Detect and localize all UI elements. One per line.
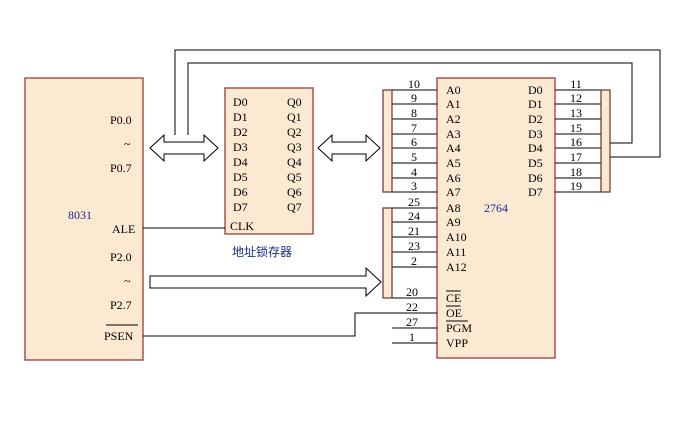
data-loop-outer [174, 49, 661, 158]
data-bus-bar [600, 89, 611, 193]
latch-q-pin-7: Q7 [287, 200, 302, 214]
chip-8031: P0.0 ~ P0.7 8031 ALE P2.0 ~ P2.7 PSEN [24, 77, 144, 361]
eprom-control-pin-number-0: 20 [406, 285, 418, 299]
eprom-control-pin-number-1: 22 [406, 300, 418, 314]
address-bus-low-bar [382, 89, 393, 193]
eprom-address-label-2: A2 [446, 112, 461, 126]
eprom-data-pin-number-3: 15 [570, 121, 582, 135]
latch-q-pin-2: Q2 [287, 125, 302, 139]
eprom-control-label-0: CE [446, 291, 461, 305]
latch-q-pin-1: Q1 [287, 110, 302, 124]
eprom-address-label-4: A4 [446, 141, 461, 155]
eprom-address-label-11: A11 [446, 245, 466, 259]
eprom-address-label-3: A3 [446, 127, 461, 141]
chip-2764-name: 2764 [484, 201, 508, 215]
pin-p27-label: P2.7 [110, 298, 132, 312]
eprom-control-label-3: VPP [446, 336, 468, 350]
latch-d-pin-3: D3 [233, 140, 248, 154]
eprom-data-pin-number-2: 13 [570, 106, 582, 120]
eprom-address-label-5: A5 [446, 156, 461, 170]
eprom-address-label-7: A7 [446, 185, 461, 199]
eprom-data-label-0: D0 [528, 83, 543, 97]
eprom-data-pin-number-6: 18 [570, 165, 582, 179]
eprom-data-label-4: D4 [528, 141, 543, 155]
chip-2764-body [436, 77, 556, 359]
eprom-address-pins: 10 A0 9 A1 8 A2 7 A3 6 A4 5 A5 4 A6 3 A7 25 A8 24 A9 21 A10 23… [392, 77, 467, 274]
eprom-data-label-3: D3 [528, 127, 543, 141]
eprom-control-label-2: PGM [446, 321, 472, 335]
eprom-address-pin-number-2: 8 [411, 106, 417, 120]
tilde-1: ~ [124, 137, 131, 151]
pin-p20-label: P2.0 [110, 250, 132, 264]
latch-q-pin-5: Q5 [287, 170, 302, 184]
latch-q-pin-4: Q4 [287, 155, 302, 169]
latch-d-pin-0: D0 [233, 95, 248, 109]
latch-d-pin-2: D2 [233, 125, 248, 139]
eprom-address-label-1: A1 [446, 97, 461, 111]
p2-address-arrow [149, 266, 382, 298]
latch-q-pin-0: Q0 [287, 95, 302, 109]
eprom-address-pin-number-6: 4 [411, 165, 417, 179]
eprom-address-pin-number-12: 2 [411, 254, 417, 268]
eprom-data-label-5: D5 [528, 156, 543, 170]
latch-d-pin-5: D5 [233, 170, 248, 184]
eprom-address-pin-number-7: 3 [411, 179, 417, 193]
pin-ale-label: ALE [112, 222, 135, 236]
eprom-control-pin-number-3: 1 [409, 330, 415, 344]
eprom-address-label-12: A12 [446, 260, 467, 274]
pin-p07-label: P0.7 [110, 161, 132, 175]
latch-address-bidirectional-arrow [317, 133, 381, 163]
latch-q-pin-6: Q6 [287, 185, 302, 199]
eprom-data-pin-number-1: 12 [570, 91, 582, 105]
eprom-address-label-0: A0 [446, 83, 461, 97]
eprom-address-pin-number-11: 23 [408, 239, 420, 253]
eprom-address-pin-number-1: 9 [411, 91, 417, 105]
chip-8031-body [24, 77, 144, 361]
eprom-data-pins: 11 D0 12 D1 13 D2 15 D3 16 D4 17 D5 18 D6 19 D7 [528, 77, 601, 199]
eprom-data-pin-number-7: 19 [570, 179, 582, 193]
latch-clk-label: CLK [230, 219, 254, 233]
eprom-address-pin-number-4: 6 [411, 135, 417, 149]
latch-d-pin-7: D7 [233, 200, 248, 214]
chip-8031-name: 8031 [68, 208, 92, 222]
eprom-data-label-6: D6 [528, 171, 543, 185]
psen-oe-wire [143, 312, 437, 337]
address-bus-high-bar [382, 207, 393, 299]
eprom-control-pins: 20 CE 22 OE 27 PGM 1 VPP [392, 285, 472, 350]
eprom-address-pin-number-5: 5 [411, 150, 417, 164]
eprom-data-label-1: D1 [528, 97, 543, 111]
pin-p00-label: P0.0 [110, 113, 132, 127]
eprom-address-label-8: A8 [446, 201, 461, 215]
eprom-data-label-7: D7 [528, 185, 543, 199]
latch-d-pin-6: D6 [233, 185, 248, 199]
eprom-control-pin-number-2: 27 [406, 315, 418, 329]
latch-d-pin-1: D1 [233, 110, 248, 124]
eprom-address-pin-number-3: 7 [411, 121, 417, 135]
eprom-address-pin-number-8: 25 [408, 195, 420, 209]
eprom-data-label-2: D2 [528, 112, 543, 126]
data-loop-inner [187, 62, 633, 144]
latch-d-pin-4: D4 [233, 155, 248, 169]
eprom-address-pin-number-9: 24 [408, 209, 420, 223]
eprom-address-label-9: A9 [446, 215, 461, 229]
latch-q-pin-3: Q3 [287, 140, 302, 154]
eprom-data-pin-number-4: 16 [570, 135, 582, 149]
eprom-address-label-10: A10 [446, 230, 467, 244]
eprom-data-pin-number-5: 17 [570, 150, 582, 164]
p0-latch-bidirectional-arrow [149, 133, 219, 163]
eprom-data-pin-number-0: 11 [570, 77, 582, 91]
pin-psen-label: PSEN [104, 329, 134, 343]
eprom-address-pin-number-10: 21 [408, 224, 420, 238]
eprom-address-label-6: A6 [446, 171, 461, 185]
tilde-2: ~ [124, 274, 131, 288]
latch-name: 地址锁存器 [232, 244, 292, 259]
eprom-control-label-1: OE [446, 306, 462, 320]
eprom-address-pin-number-0: 10 [408, 77, 420, 91]
latch-body [224, 87, 314, 235]
